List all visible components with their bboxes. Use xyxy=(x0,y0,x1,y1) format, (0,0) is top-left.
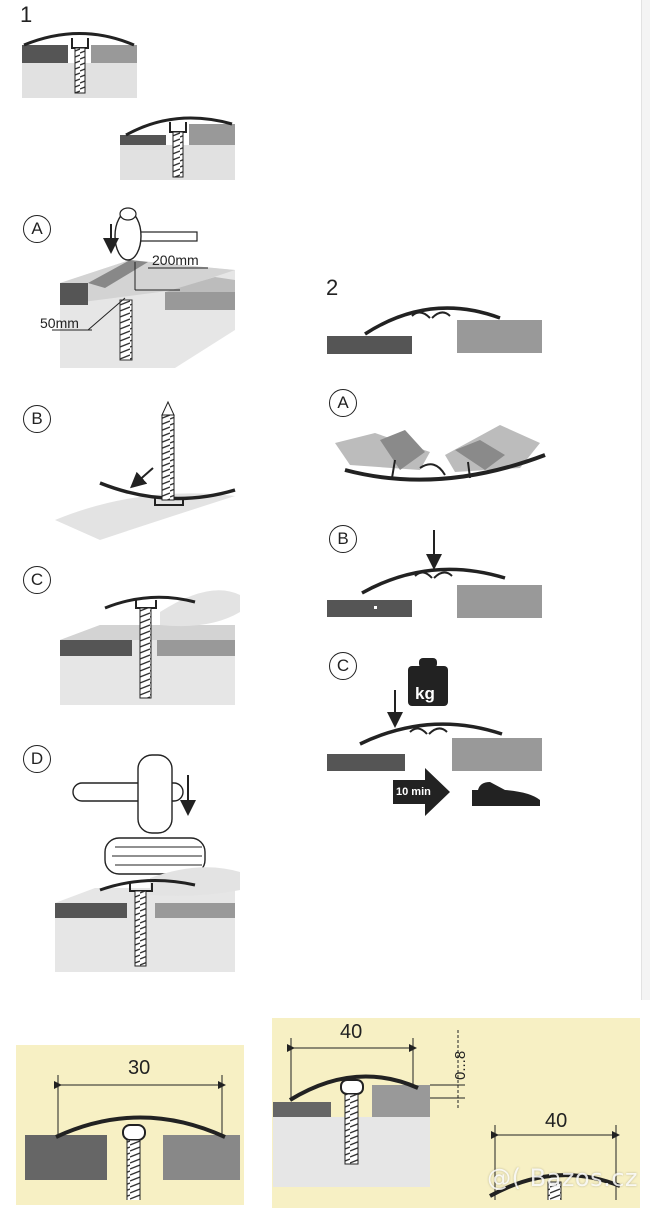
watermark: @( Bazos.cz xyxy=(487,1164,638,1192)
height-range-label: 0...8 xyxy=(452,1050,469,1080)
step-c-right-weight xyxy=(327,658,542,816)
hole-offset-label: 50mm xyxy=(40,315,79,331)
width-30-label: 30 xyxy=(128,1057,151,1079)
step-a-drilling xyxy=(52,207,235,368)
step-d-mallet xyxy=(55,754,240,972)
weight-label: kg xyxy=(415,684,435,703)
step-c-right-marker: C xyxy=(329,652,357,680)
wait-time-label: 10 min xyxy=(396,786,431,798)
page-edge xyxy=(641,0,650,1000)
dim-drawing-30 xyxy=(25,1075,240,1200)
step-b-right-pressing xyxy=(327,530,542,618)
hole-depth-label: 200mm xyxy=(152,252,199,268)
dim-drawing-40-b xyxy=(489,1125,621,1200)
fig2-profile-view xyxy=(327,306,542,354)
step-c-fixing xyxy=(60,590,240,705)
step-b-screw-profile xyxy=(55,400,236,540)
step-a-left-marker: A xyxy=(23,215,51,243)
dim-drawing-40-a xyxy=(273,1030,465,1187)
step-d-left-marker: D xyxy=(23,745,51,773)
width-40-b-label: 40 xyxy=(545,1110,568,1132)
step-a-right-bending xyxy=(335,425,546,482)
step-b-left-marker: B xyxy=(23,405,51,433)
step-c-left-marker: C xyxy=(23,566,51,594)
fig1-profile-view-2 xyxy=(120,116,235,180)
step-a-right-marker: A xyxy=(329,389,357,417)
step-b-right-marker: B xyxy=(329,525,357,553)
figure-1-label: 1 xyxy=(20,2,33,27)
fig1-profile-view-1 xyxy=(22,32,137,98)
figure-2-label: 2 xyxy=(326,275,339,300)
width-40-a-label: 40 xyxy=(340,1021,363,1043)
